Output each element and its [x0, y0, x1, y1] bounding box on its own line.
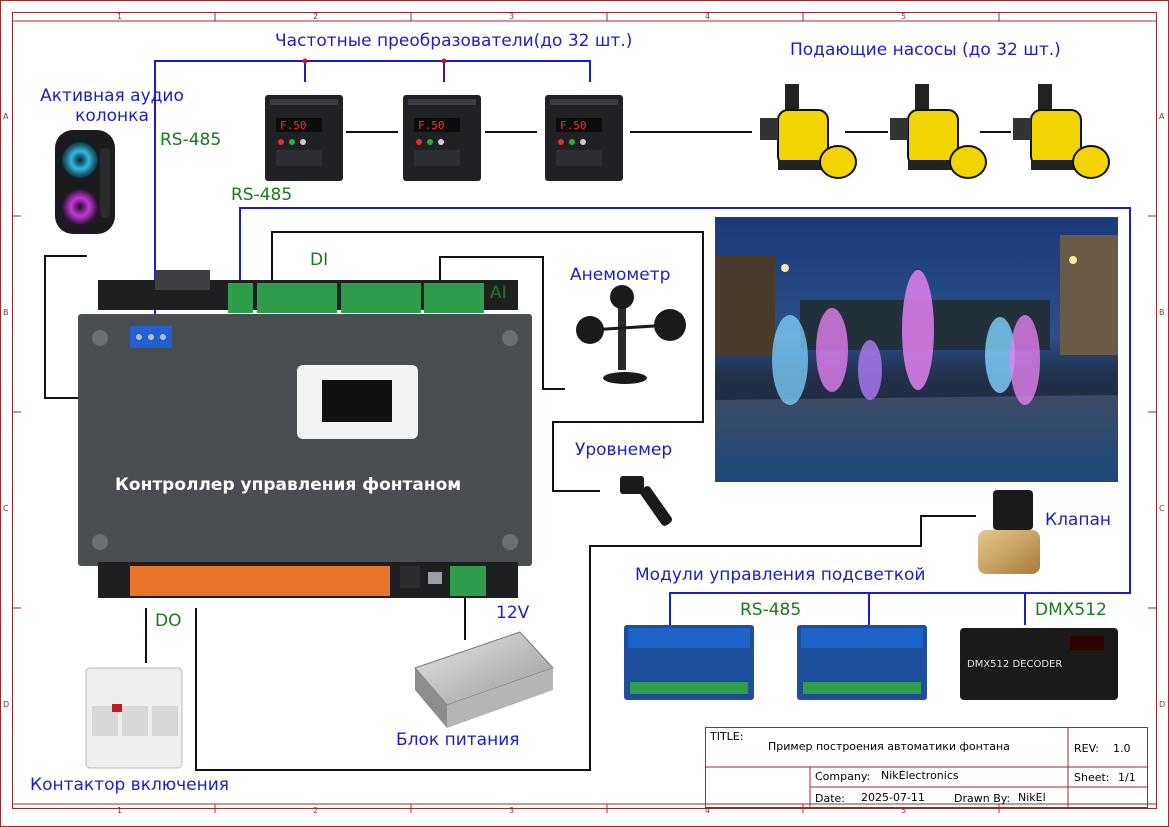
vfd-display-3: F.50	[560, 119, 587, 132]
pumps-title: Подающие насосы (до 32 шт.)	[790, 40, 1061, 60]
pump-1	[760, 84, 857, 179]
date-key: Date:	[815, 792, 845, 805]
frame-row-mark: D	[1159, 700, 1166, 709]
frame-col-mark: 5	[901, 806, 907, 815]
date-value: 2025-07-11	[861, 791, 925, 804]
do-label: DO	[155, 611, 182, 631]
speaker-label: Активная аудио колонка	[40, 86, 184, 126]
sheet-value: 1/1	[1118, 771, 1136, 784]
frame-row-mark: B	[1159, 308, 1165, 317]
wires	[44, 58, 1131, 771]
vfd-display-2: F.50	[418, 119, 445, 132]
frame-row-mark: B	[3, 308, 9, 317]
contactor-label: Контактор включения	[30, 775, 230, 795]
rs485-label-lighting: RS-485	[740, 600, 802, 620]
voltage-label: 12V	[496, 603, 530, 623]
vfd-3: F.50	[545, 95, 623, 181]
psu-label: Блок питания	[396, 730, 520, 750]
pump-2	[890, 84, 987, 179]
frame-col-mark: 2	[313, 12, 319, 21]
title-key: TITLE:	[710, 730, 744, 743]
frame-row-mark: C	[1159, 504, 1165, 513]
ai-label: AI	[490, 283, 507, 303]
pump-3	[1013, 84, 1110, 179]
lighting-module-2	[797, 625, 927, 700]
frame-col-mark: 1	[117, 12, 123, 21]
frame-col-mark: 3	[509, 806, 515, 815]
lighting-label: Модули управления подсветкой	[635, 565, 926, 585]
frame-col-mark: 4	[705, 12, 711, 21]
anemometer-image	[576, 285, 686, 384]
lighting-module-1	[624, 625, 754, 700]
dmx-device-label: DMX512 DECODER	[967, 659, 1062, 670]
valve-image	[978, 490, 1040, 574]
frame-row-mark: D	[3, 700, 10, 709]
vfd-group: F.50 F.50 F.50	[265, 95, 623, 181]
level-sensor-label: Уровнемер	[575, 440, 673, 460]
frame-row-mark: A	[1159, 112, 1165, 121]
title-block	[705, 727, 1148, 808]
vfd-title: Частотные преобразователи(до 32 шт.)	[275, 31, 633, 51]
dmx-decoder: DMX512 DECODER	[960, 628, 1118, 700]
contactor-image	[85, 667, 183, 769]
valve-label: Клапан	[1045, 510, 1111, 530]
controller-device	[78, 270, 532, 598]
psu-image	[414, 631, 554, 728]
vfd-display-1: F.50	[280, 119, 307, 132]
rs485-label-controller: RS-485	[231, 185, 293, 205]
vfd-1: F.50	[265, 95, 343, 181]
frame-row-mark: C	[3, 504, 9, 513]
rs485-label-drives: RS-485	[160, 130, 222, 150]
frame-row-mark: A	[3, 112, 9, 121]
frame-col-mark: 2	[313, 806, 319, 815]
drawn-by-key: Drawn By:	[954, 792, 1011, 805]
anemometer-label: Анемометр	[570, 265, 671, 285]
rev-key: REV:	[1074, 742, 1099, 755]
drawn-by-value: NikEl	[1018, 791, 1046, 804]
rev-value: 1.0	[1113, 742, 1131, 755]
frame-col-mark: 5	[901, 12, 907, 21]
vfd-2: F.50	[403, 95, 481, 181]
company-value: NikElectronics	[881, 769, 959, 782]
dmx-label: DMX512	[1035, 600, 1107, 620]
frame-col-mark: 1	[117, 806, 123, 815]
speaker-image	[55, 130, 115, 234]
title-value: Пример построения автоматики фонтана	[768, 740, 1010, 753]
pump-group	[760, 84, 1110, 179]
level-sensor-image	[620, 476, 672, 526]
di-label: DI	[310, 250, 329, 270]
fountain-photo	[715, 217, 1118, 482]
controller-label: Контроллер управления фонтаном	[115, 475, 462, 495]
sheet-key: Sheet:	[1074, 771, 1110, 784]
company-key: Company:	[815, 770, 871, 783]
frame-col-mark: 3	[509, 12, 515, 21]
frame-col-mark: 4	[705, 806, 711, 815]
